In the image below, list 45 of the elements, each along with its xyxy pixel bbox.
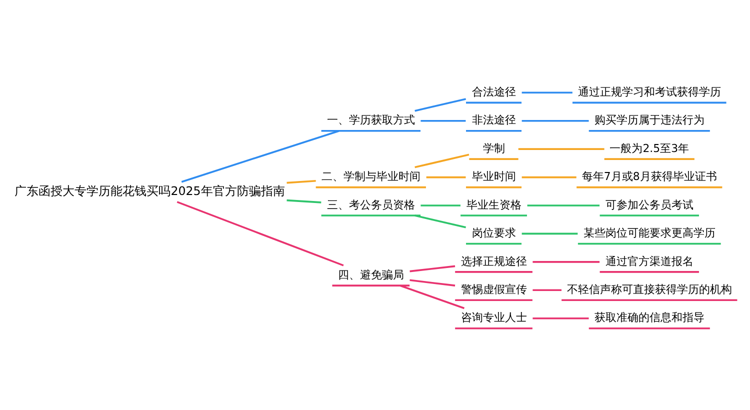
node-text: 岗位要求 (472, 226, 516, 240)
node-text: 通过正规学习和考试获得学历 (578, 84, 721, 98)
connector (414, 98, 466, 112)
connector (286, 179, 316, 184)
node-text: 购买学历属于违法行为 (594, 113, 704, 126)
connector (522, 119, 589, 122)
node-text: 咨询专业人士 (460, 310, 527, 324)
node-text: 二、学制与毕业时间 (321, 170, 420, 183)
connector (532, 260, 600, 262)
node-text: 通过官方渠道报名 (605, 254, 694, 268)
node-text: 毕业生资格 (466, 198, 522, 211)
connector (518, 148, 604, 150)
node-text: 不轻信声称可直接获得学历的机构 (566, 282, 732, 296)
connector (414, 153, 470, 168)
node-text: 每年7月或8月获得毕业证书 (582, 170, 717, 183)
connector (410, 278, 456, 286)
connector (522, 176, 576, 178)
connector (420, 204, 460, 206)
connector (532, 288, 562, 291)
node-text: 获取准确的信息和指导 (594, 310, 704, 324)
connector (400, 284, 465, 309)
connector (522, 232, 578, 234)
node-text: 毕业时间 (472, 170, 516, 183)
node-text: 合法途径 (472, 84, 516, 98)
node-text: 某些岗位可能要求更高学历 (583, 226, 716, 240)
connector (414, 214, 466, 228)
connector (286, 198, 322, 203)
connector (181, 130, 340, 182)
node-text: 一、学历获取方式 (326, 113, 415, 126)
connector (532, 316, 589, 319)
connector (522, 91, 572, 94)
node-text: 学制 (482, 141, 505, 154)
node-text: 非法途径 (472, 113, 516, 126)
node-text: 三、考公务员资格 (326, 198, 415, 211)
node-text: 警惕虚假宣传 (460, 282, 527, 296)
connector (527, 204, 600, 206)
node-text: 广东函授大专学历能花钱买吗2025年官方防骗指南 (14, 183, 285, 198)
connector (426, 176, 466, 178)
connector (176, 200, 344, 266)
node-text: 一般为2.5至3年 (610, 141, 690, 154)
connector (410, 264, 456, 272)
node-text: 选择正规途径 (460, 254, 527, 268)
node-text: 四、避免骗局 (338, 268, 404, 281)
connector (420, 119, 466, 122)
node-text: 可参加公务员考试 (605, 198, 694, 211)
